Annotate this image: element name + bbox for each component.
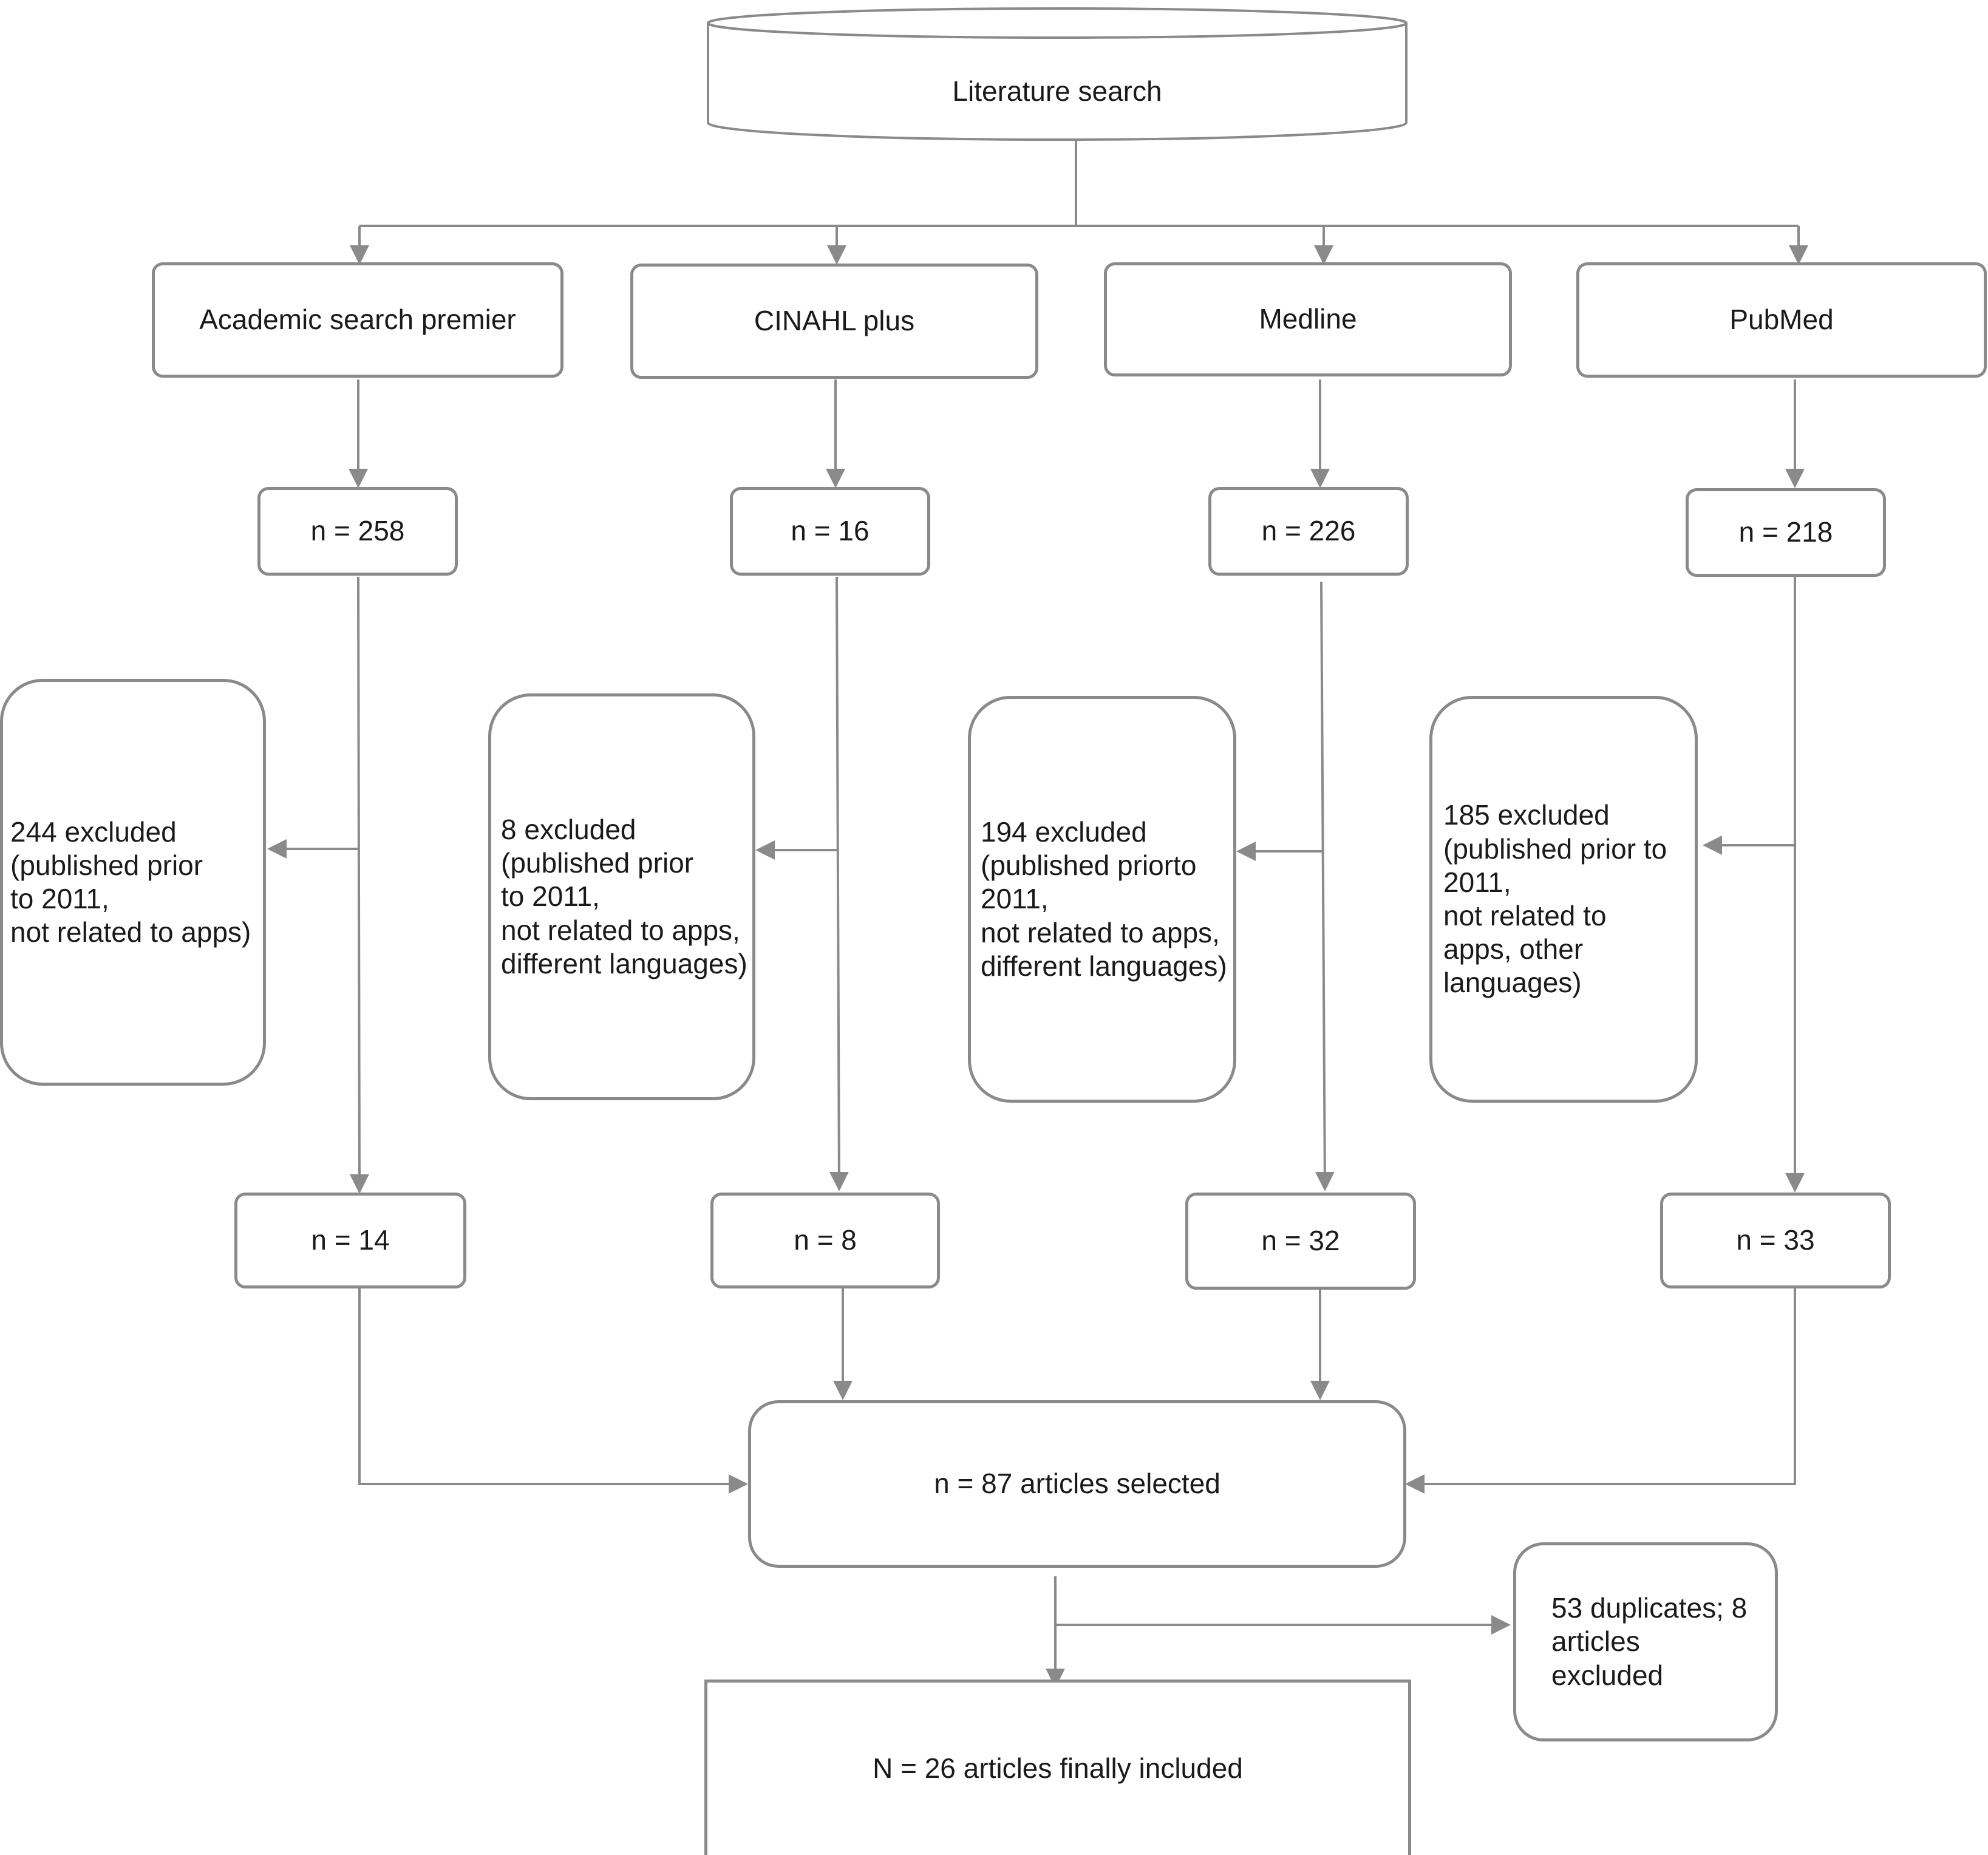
count-initial-cinahl: n = 16 xyxy=(730,487,930,576)
excluded-academic: 244 excluded (published prior to 2011, n… xyxy=(0,679,266,1086)
count-remaining-medline: n = 32 xyxy=(1185,1193,1416,1290)
literature-search-node: Literature search xyxy=(708,58,1406,124)
count-initial-medline: n = 226 xyxy=(1208,487,1409,576)
count-label: n = 218 xyxy=(1738,516,1833,548)
database-label: Medline xyxy=(1259,303,1357,335)
database-cinahl-plus: CINAHL plus xyxy=(630,264,1038,379)
excluded-medline: 194 excluded (published priorto 2011, no… xyxy=(968,696,1236,1103)
count-label: n = 14 xyxy=(311,1224,390,1256)
final-label: N = 26 articles finally included xyxy=(873,1752,1243,1785)
database-medline: Medline xyxy=(1104,262,1512,376)
database-label: CINAHL plus xyxy=(754,305,915,337)
database-label: PubMed xyxy=(1729,304,1834,336)
excluded-label: 8 excluded (published prior to 2011, not… xyxy=(501,814,747,979)
count-label: n = 226 xyxy=(1261,515,1356,547)
excluded-cinahl: 8 excluded (published prior to 2011, not… xyxy=(488,693,755,1100)
count-label: n = 16 xyxy=(791,515,870,547)
database-pubmed: PubMed xyxy=(1576,262,1987,378)
count-remaining-pubmed: n = 33 xyxy=(1660,1193,1891,1288)
count-initial-academic: n = 258 xyxy=(257,487,458,576)
count-label: n = 258 xyxy=(310,515,405,547)
database-label: Academic search premier xyxy=(199,304,516,336)
duplicates-label: 53 duplicates; 8 articles excluded xyxy=(1551,1592,1748,1691)
selected-label: n = 87 articles selected xyxy=(934,1468,1220,1500)
excluded-label: 244 excluded (published prior to 2011, n… xyxy=(10,815,251,948)
count-label: n = 32 xyxy=(1261,1225,1340,1257)
literature-search-label: Literature search xyxy=(952,75,1162,107)
excluded-label: 194 excluded (published priorto 2011, no… xyxy=(981,816,1227,982)
count-remaining-academic: n = 14 xyxy=(234,1193,466,1288)
count-remaining-cinahl: n = 8 xyxy=(710,1193,940,1288)
excluded-label: 185 excluded (published prior to 2011, n… xyxy=(1443,799,1667,999)
database-academic-search-premier: Academic search premier xyxy=(152,262,563,378)
final-included-node: N = 26 articles finally included xyxy=(704,1680,1411,1855)
duplicates-node: 53 duplicates; 8 articles excluded xyxy=(1513,1542,1778,1741)
cylinder-shape xyxy=(707,7,1408,141)
selected-articles-node: n = 87 articles selected xyxy=(748,1400,1406,1568)
count-label: n = 33 xyxy=(1736,1224,1815,1256)
count-initial-pubmed: n = 218 xyxy=(1686,488,1886,577)
count-label: n = 8 xyxy=(794,1224,857,1256)
excluded-pubmed: 185 excluded (published prior to 2011, n… xyxy=(1429,696,1698,1103)
